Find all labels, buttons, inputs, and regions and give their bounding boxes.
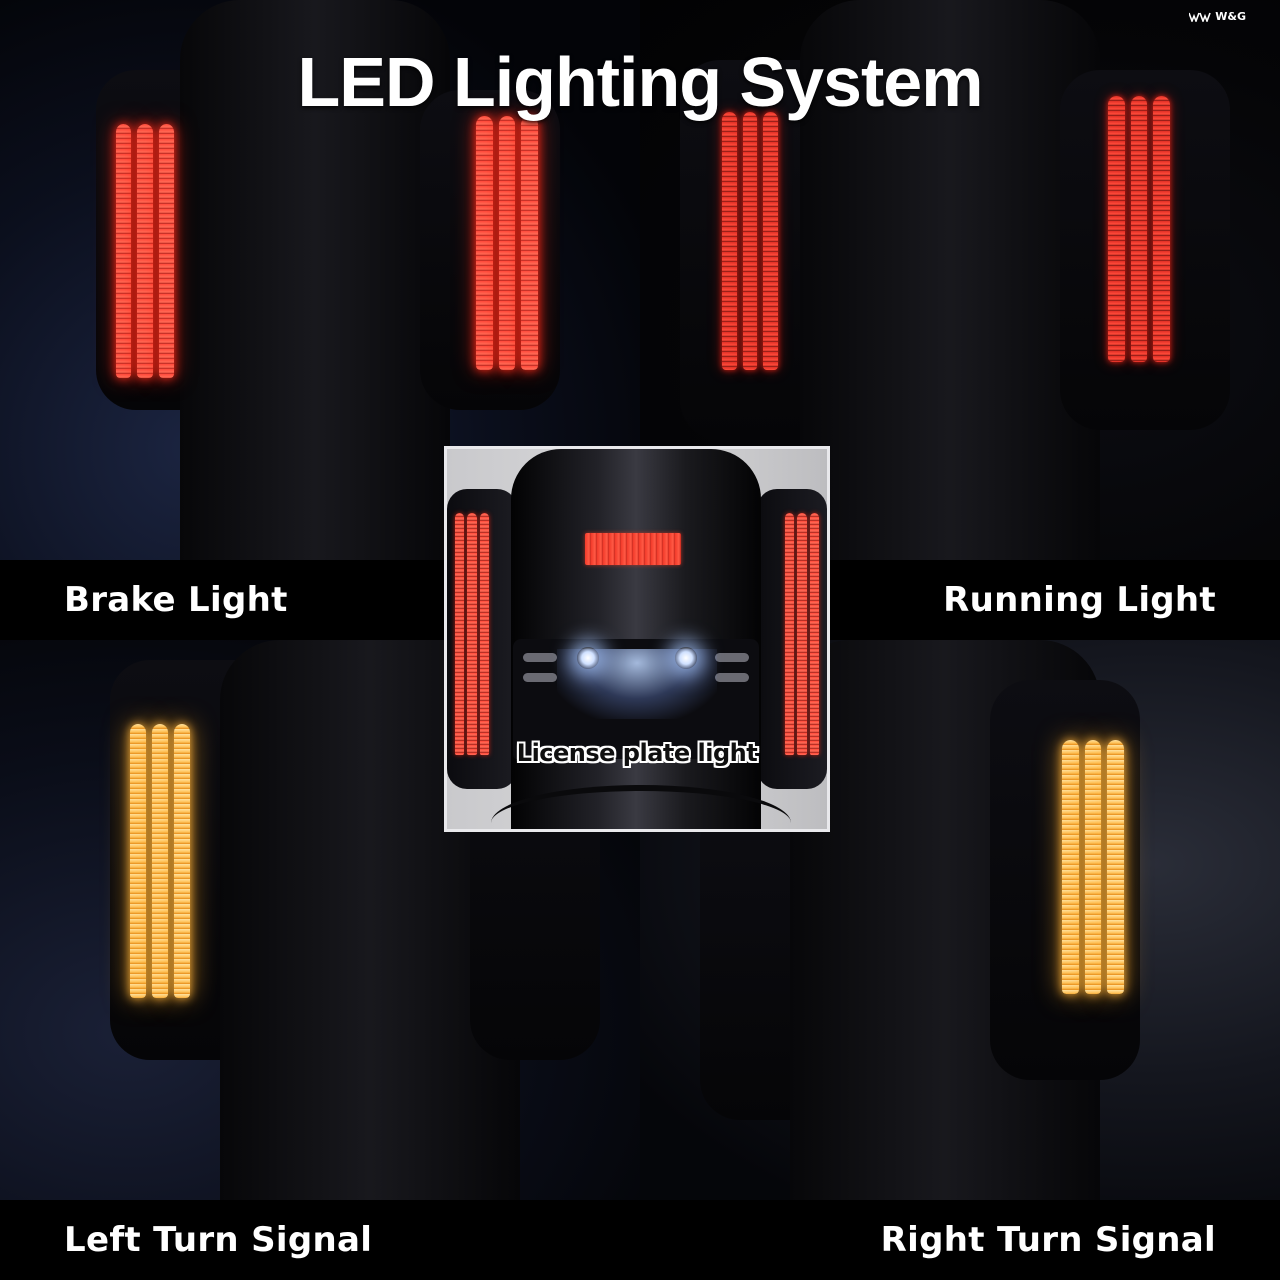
brake-light-photo [0,0,640,560]
brand-name: W&G [1215,10,1246,23]
inset-led-right [783,511,821,757]
right-turn-signal-label: Right Turn Signal [880,1220,1216,1260]
left-turn-signal-label: Left Turn Signal [64,1220,373,1260]
license-lamp-right [675,647,697,669]
running-led-right [1104,92,1174,366]
fender-edge [491,785,791,829]
license-plate-inset: License plate light [444,446,830,832]
running-led-left [718,108,782,374]
brake-led-right [472,112,542,374]
label-band-bottom: Left Turn Signal Right Turn Signal [0,1200,1280,1280]
rear-fender [800,0,1100,560]
red-reflector [585,533,681,565]
brake-led-left [112,120,178,382]
right-turn-led [1058,736,1128,998]
brand-logo: W&G [1189,10,1246,23]
wg-logo-icon [1189,12,1211,22]
page-title: LED Lighting System [297,43,984,121]
inset-led-left [453,511,491,757]
license-lamp-left [577,647,599,669]
left-turn-led [126,720,194,1002]
brake-light-label: Brake Light [64,580,288,620]
rear-fender [180,0,450,560]
license-plate-light-label: License plate light [516,739,758,767]
running-light-label: Running Light [943,580,1216,620]
